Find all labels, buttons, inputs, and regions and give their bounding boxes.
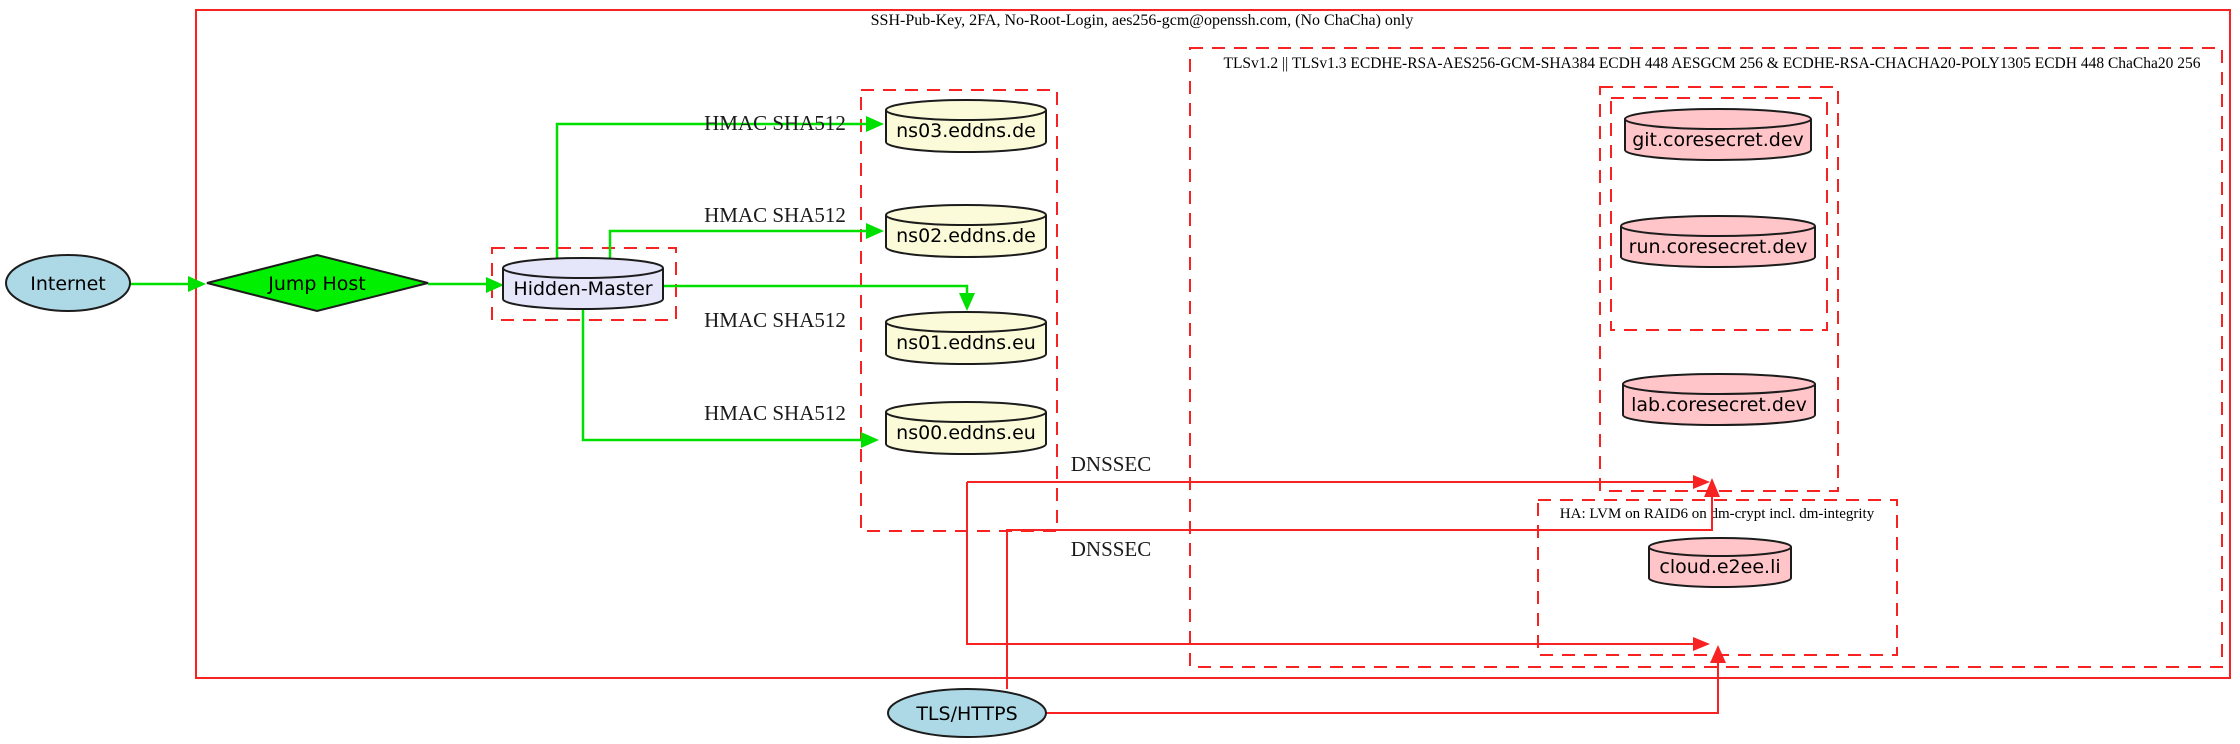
jump-host-label: Jump Host [267,273,366,295]
edge-tls-to-ha [1046,662,1719,714]
ns01-label: ns01.eddns.eu [896,332,1036,354]
node-jump-host: Jump Host [206,253,429,313]
ns01-top [885,311,1047,333]
ns00-top [885,401,1047,423]
coresecret-outer-border [1599,86,1839,492]
lab-top [1622,373,1816,395]
ns03-label: ns03.eddns.de [896,120,1036,142]
tls-policy-border [1189,47,2223,668]
run-top [1620,215,1816,237]
tls-https-label: TLS/HTTPS [915,703,1017,725]
node-lab: lab.coresecret.dev [1622,373,1816,426]
node-ns00: ns00.eddns.eu [885,401,1047,455]
arrowhead-into-ns03 [866,116,884,132]
arrowhead-into-ns00 [861,432,879,448]
node-hidden-master: Hidden-Master [502,257,664,310]
cluster-tls-policy: TLSv1.2 || TLSv1.3 ECDHE-RSA-AES256-GCM-… [1189,47,2223,668]
ns01-body [885,322,1047,365]
edge-hm-ns03 [555,122,868,263]
git-top [1624,108,1812,130]
arrowhead-into-jumphost [188,276,206,292]
red-edges [966,481,1719,714]
edge-label-hmac-ns03: HMAC SHA512 [704,111,846,135]
arrowhead-tls-coresecret [1704,478,1720,497]
edge-label-dnssec-2: DNSSEC [1071,537,1152,561]
cloud-body [1648,547,1792,588]
coresecret-inner-border [1610,97,1828,331]
cluster-ssh-policy: SSH-Pub-Key, 2FA, No-Root-Login, aes256-… [195,9,2231,679]
ha-storage-label: HA: LVM on RAID6 on dm-crypt incl. dm-in… [1560,506,1875,522]
edge-hm-ns02 [608,229,868,263]
node-run: run.coresecret.dev [1620,215,1816,268]
red-arrowheads [1693,475,1726,663]
eddns-group-border [860,89,1058,532]
internet-ellipse [5,254,131,312]
hidden-master-top [502,257,664,279]
hidden-master-group-border [491,247,677,321]
edge-label-hmac-ns01: HMAC SHA512 [704,308,846,332]
ns02-body [885,215,1047,258]
edge-label-dnssec-1: DNSSEC [1071,452,1152,476]
edge-hm-ns00 [581,308,863,442]
arrowhead-into-hiddenmaster [486,277,504,293]
node-ns03: ns03.eddns.de [885,99,1047,153]
cluster-eddns-group [860,89,1058,532]
node-ns01: ns01.eddns.eu [885,311,1047,365]
ns00-label: ns00.eddns.eu [896,422,1036,444]
edge-dnssec-to-ha [966,482,1696,645]
ns03-body [885,110,1047,153]
cluster-coresecret-outer [1599,86,1839,492]
tls-policy-label: TLSv1.2 || TLSv1.3 ECDHE-RSA-AES256-GCM-… [1223,55,2200,72]
tls-https-ellipse [887,688,1047,738]
ns00-body [885,412,1047,455]
cluster-hidden-master-group [491,247,677,321]
lab-label: lab.coresecret.dev [1631,394,1807,416]
jump-host-diamond [206,253,429,313]
node-tls-https: TLS/HTTPS [887,688,1047,738]
lab-body [1622,384,1816,426]
arrowhead-into-ns02 [866,223,884,239]
hidden-master-label: Hidden-Master [513,278,652,300]
node-cloud: cloud.e2ee.li [1648,537,1792,588]
ns02-top [885,204,1047,226]
green-arrowheads [188,116,975,448]
edge-tls-to-coresecret [1006,496,1713,689]
cloud-top [1648,537,1792,557]
ssh-policy-border [195,9,2231,679]
node-internet: Internet [5,254,131,312]
internet-label: Internet [30,273,105,295]
ns03-top [885,99,1047,121]
cloud-label: cloud.e2ee.li [1659,556,1780,578]
run-body [1620,226,1816,268]
green-edges [130,122,969,442]
arrowhead-dnssec-coresecret [1693,475,1710,489]
arrowhead-dnssec-ha [1693,637,1710,651]
git-body [1624,119,1812,161]
edge-hm-ns01 [663,284,969,296]
ssh-policy-label: SSH-Pub-Key, 2FA, No-Root-Login, aes256-… [871,12,1414,29]
node-git: git.coresecret.dev [1624,108,1812,161]
edge-label-hmac-ns00: HMAC SHA512 [704,401,846,425]
git-label: git.coresecret.dev [1632,129,1804,151]
run-label: run.coresecret.dev [1629,236,1808,258]
node-ns02: ns02.eddns.de [885,204,1047,258]
ns02-label: ns02.eddns.de [896,225,1036,247]
arrowhead-into-ns01 [959,293,975,311]
hidden-master-body [502,268,664,310]
edge-label-hmac-ns02: HMAC SHA512 [704,203,846,227]
arrowhead-tls-ha [1710,645,1726,663]
